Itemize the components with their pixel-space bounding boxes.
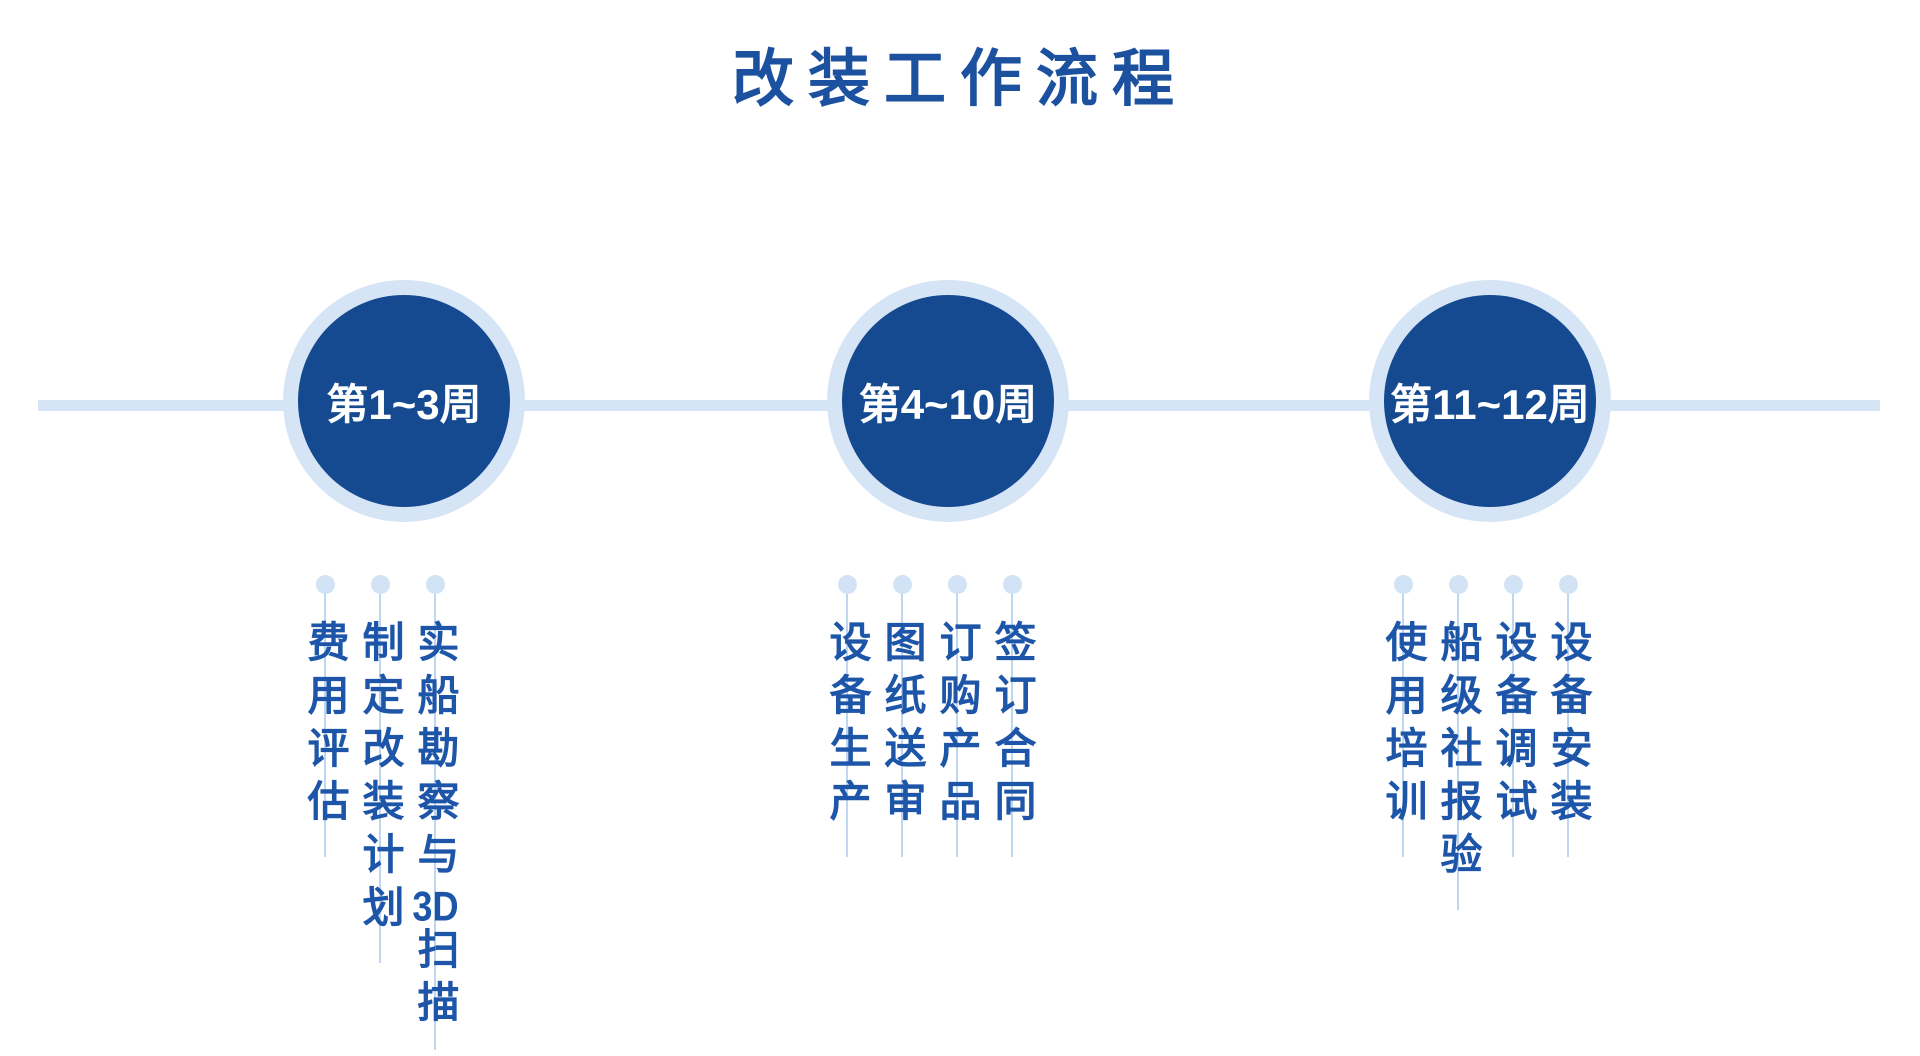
- leader-line: [1512, 584, 1514, 857]
- cjk-text: 实船勘察与: [412, 620, 459, 885]
- leader-line: [324, 584, 326, 857]
- leader-line: [434, 584, 436, 1050]
- timeline-dot: [315, 574, 335, 594]
- stage-item-text: 使用培训: [1377, 620, 1429, 832]
- timeline-dot: [1448, 574, 1468, 594]
- timeline-dot: [1002, 574, 1022, 594]
- cjk-text: 图纸送审: [879, 620, 926, 832]
- timeline-dot: [892, 574, 912, 594]
- cjk-text: 设备安装: [1545, 620, 1592, 832]
- leader-line: [901, 584, 903, 857]
- timeline-dot: [1558, 574, 1578, 594]
- stage-item-text: 设备生产: [821, 620, 873, 832]
- stage-week-label: 第11~12周: [1390, 380, 1590, 428]
- leader-line: [1457, 584, 1459, 910]
- stage-circle: 第11~12周: [1384, 295, 1596, 507]
- stage-item-text: 签订合同: [986, 620, 1038, 832]
- stage-circle: 第1~3周: [298, 295, 510, 507]
- stage-circle: 第4~10周: [842, 295, 1054, 507]
- cjk-text: 设备调试: [1490, 620, 1537, 832]
- latin-combined-text: 3D: [412, 885, 459, 927]
- stage-item-text: 制定改装计划: [354, 620, 406, 938]
- cjk-text: 扫描: [412, 927, 459, 1033]
- leader-line: [1567, 584, 1569, 857]
- timeline-dot: [947, 574, 967, 594]
- leader-line: [846, 584, 848, 857]
- cjk-text: 设备生产: [824, 620, 871, 832]
- leader-line: [1402, 584, 1404, 857]
- stage-item-text: 订购产品: [931, 620, 983, 832]
- leader-line: [1011, 584, 1013, 857]
- stage-item-text: 实船勘察与3D扫描: [409, 620, 461, 1033]
- cjk-text: 制定改装计划: [357, 620, 404, 938]
- stage-item-text: 图纸送审: [876, 620, 928, 832]
- leader-line: [956, 584, 958, 857]
- timeline-dot: [370, 574, 390, 594]
- stage-week-label: 第4~10周: [858, 380, 1038, 428]
- timeline-dot: [425, 574, 445, 594]
- cjk-text: 船级社报验: [1435, 620, 1482, 885]
- leader-line: [379, 584, 381, 963]
- stage-week-label: 第1~3周: [326, 380, 482, 428]
- timeline-dot: [1393, 574, 1413, 594]
- cjk-text: 订购产品: [934, 620, 981, 832]
- stage-item-text: 设备调试: [1487, 620, 1539, 832]
- stage-item-text: 费用评估: [299, 620, 351, 832]
- page-title: 改装工作流程: [731, 45, 1188, 114]
- cjk-text: 使用培训: [1380, 620, 1427, 832]
- cjk-text: 费用评估: [302, 620, 349, 832]
- timeline-dot: [1503, 574, 1523, 594]
- stage-item-text: 船级社报验: [1432, 620, 1484, 885]
- timeline-dot: [837, 574, 857, 594]
- cjk-text: 签订合同: [989, 620, 1036, 832]
- stage-item-text: 设备安装: [1542, 620, 1594, 832]
